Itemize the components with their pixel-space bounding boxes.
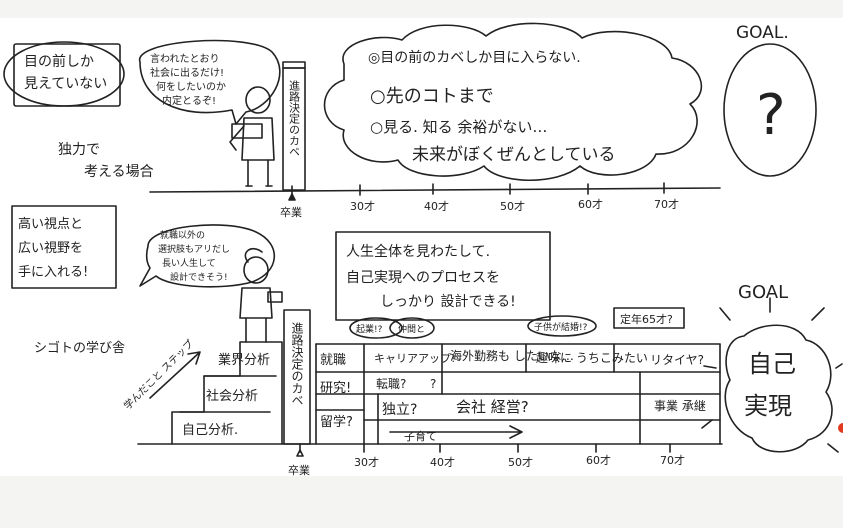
- cell-overseas: 海外勤務も したいな…: [450, 348, 574, 363]
- bottom-goal-label: GOAL: [738, 282, 788, 303]
- top-note-line-2: 見えていない: [24, 76, 107, 92]
- top-goal-question: ?: [756, 83, 786, 148]
- bottom-summary-box: [335, 231, 551, 321]
- stair-self: 自己分析.: [182, 423, 238, 438]
- bubble-startup-text: 起業!?: [356, 323, 383, 335]
- bottom-goal-text-2: 実現: [744, 392, 792, 420]
- bottom-wall-label: 進路決定のカベ: [290, 322, 304, 406]
- bottom-speech-line-3: 長い人生して: [162, 257, 216, 269]
- top-speech-bubble: [139, 39, 281, 125]
- top-goal-circle: [723, 43, 817, 177]
- top-person-figure: [229, 86, 275, 187]
- top-label-line-1: 独力で: [58, 142, 100, 158]
- top-axis-graduation: 卒業: [280, 205, 302, 219]
- bottom-note-line-3: 手に入れる!: [18, 265, 88, 280]
- bottom-option-grid: [315, 343, 721, 445]
- bottom-goal-burst: [724, 324, 833, 453]
- top-margin: [0, 0, 843, 18]
- bottom-speech-line-2: 選択肢もアリだし: [158, 243, 230, 255]
- top-speech-line-2: 社会に出るだけ!: [150, 66, 224, 79]
- cell-retire: リタイヤ?: [650, 353, 704, 367]
- summary-line-3: しっかり 設計できる!: [380, 294, 516, 310]
- bottom-note-box: [11, 205, 117, 289]
- top-speech-line-3: 何をしたいのか: [156, 80, 226, 93]
- bottom-label-stairs: 学んだこと ステップ: [121, 337, 196, 412]
- bottom-speech-line-4: 設計できそう!: [170, 271, 228, 283]
- bottom-speech-line-1: 就職以外の: [160, 229, 205, 241]
- cell-career-up: キャリアアップ!: [374, 352, 455, 365]
- top-axis-60: 60才: [578, 197, 603, 211]
- bottom-axis-ticks: [299, 443, 671, 453]
- stair-industry: 業界分析: [218, 352, 270, 368]
- cloud-line-4: 未来がぼくぜんとしている: [412, 145, 616, 165]
- top-wall-label: 進路決定のカベ: [288, 80, 301, 157]
- cell-independence: 独立?: [382, 402, 417, 418]
- bottom-note-line-2: 広い視野を: [18, 241, 83, 256]
- stairs-arrow: [149, 351, 201, 399]
- goal-rays: [701, 297, 843, 453]
- top-label-line-2: 考える場合: [84, 164, 154, 180]
- bottom-axis-60: 60才: [586, 453, 611, 467]
- top-speech-line-1: 言われたとおり: [150, 52, 220, 65]
- bottom-label-learning: シゴトの学び舎: [34, 340, 125, 356]
- cell-childcare: 子育て: [404, 429, 437, 443]
- bubble-retire-age-text: 定年65才?: [620, 312, 673, 326]
- bubble-friends: [389, 317, 435, 339]
- top-note-circle: [3, 41, 125, 107]
- bubble-retirement-age: [613, 307, 685, 329]
- top-axis-30: 30才: [350, 199, 375, 213]
- top-axis-40: 40才: [424, 199, 449, 213]
- cell-question: ?: [430, 377, 436, 391]
- pin-marker: [838, 423, 843, 433]
- cell-job-change: 転職?: [376, 377, 406, 391]
- cell-succession: 事業 承継: [654, 398, 706, 413]
- top-goal-label: GOAL.: [736, 23, 789, 43]
- top-axis-line: [149, 187, 721, 193]
- summary-line-2: 自己実現へのプロセスを: [346, 270, 500, 286]
- bubble-friends-text: 仲間と: [398, 323, 425, 335]
- bottom-axis-40: 40才: [430, 455, 455, 469]
- bubble-startup: [349, 317, 403, 339]
- cloud-line-3: ○見る. 知る 余裕がない…: [370, 118, 547, 136]
- cell-study-abroad: 留学?: [320, 414, 353, 430]
- cell-management: 会社 経営?: [456, 398, 529, 416]
- bottom-person-figure: [239, 247, 283, 343]
- top-note-line-1: 目の前しか: [24, 53, 94, 70]
- bubble-child-marriage: [527, 315, 597, 337]
- cloud-line-2: ○先のコトまで: [370, 86, 494, 107]
- cell-employment: 就職: [320, 353, 346, 368]
- bottom-note-line-1: 高い視点と: [18, 216, 83, 232]
- top-axis-50: 50才: [500, 199, 525, 213]
- cell-research: 研究!: [320, 381, 351, 396]
- bottom-margin: [0, 476, 843, 528]
- bottom-axis-70: 70才: [660, 453, 685, 467]
- bottom-goal-text-1: 自己: [748, 350, 796, 378]
- top-speech-line-4: 内定とるぞ!: [162, 94, 216, 107]
- stair-society: 社会分析: [206, 388, 258, 404]
- top-axis-70: 70才: [654, 197, 679, 211]
- cloud-line-1: ◎目の前のカベしか目に入らない.: [368, 49, 581, 66]
- bottom-axis-50: 50才: [508, 455, 533, 469]
- bubble-child-text: 子供が結婚!?: [534, 321, 588, 333]
- top-cloud: [323, 22, 703, 181]
- summary-line-1: 人生全体を見わたして.: [346, 243, 490, 260]
- bottom-axis-graduation: 卒業: [288, 463, 310, 477]
- bottom-axis-30: 30才: [354, 455, 379, 469]
- cell-hobby: 趣味に うちこみたい: [536, 350, 648, 365]
